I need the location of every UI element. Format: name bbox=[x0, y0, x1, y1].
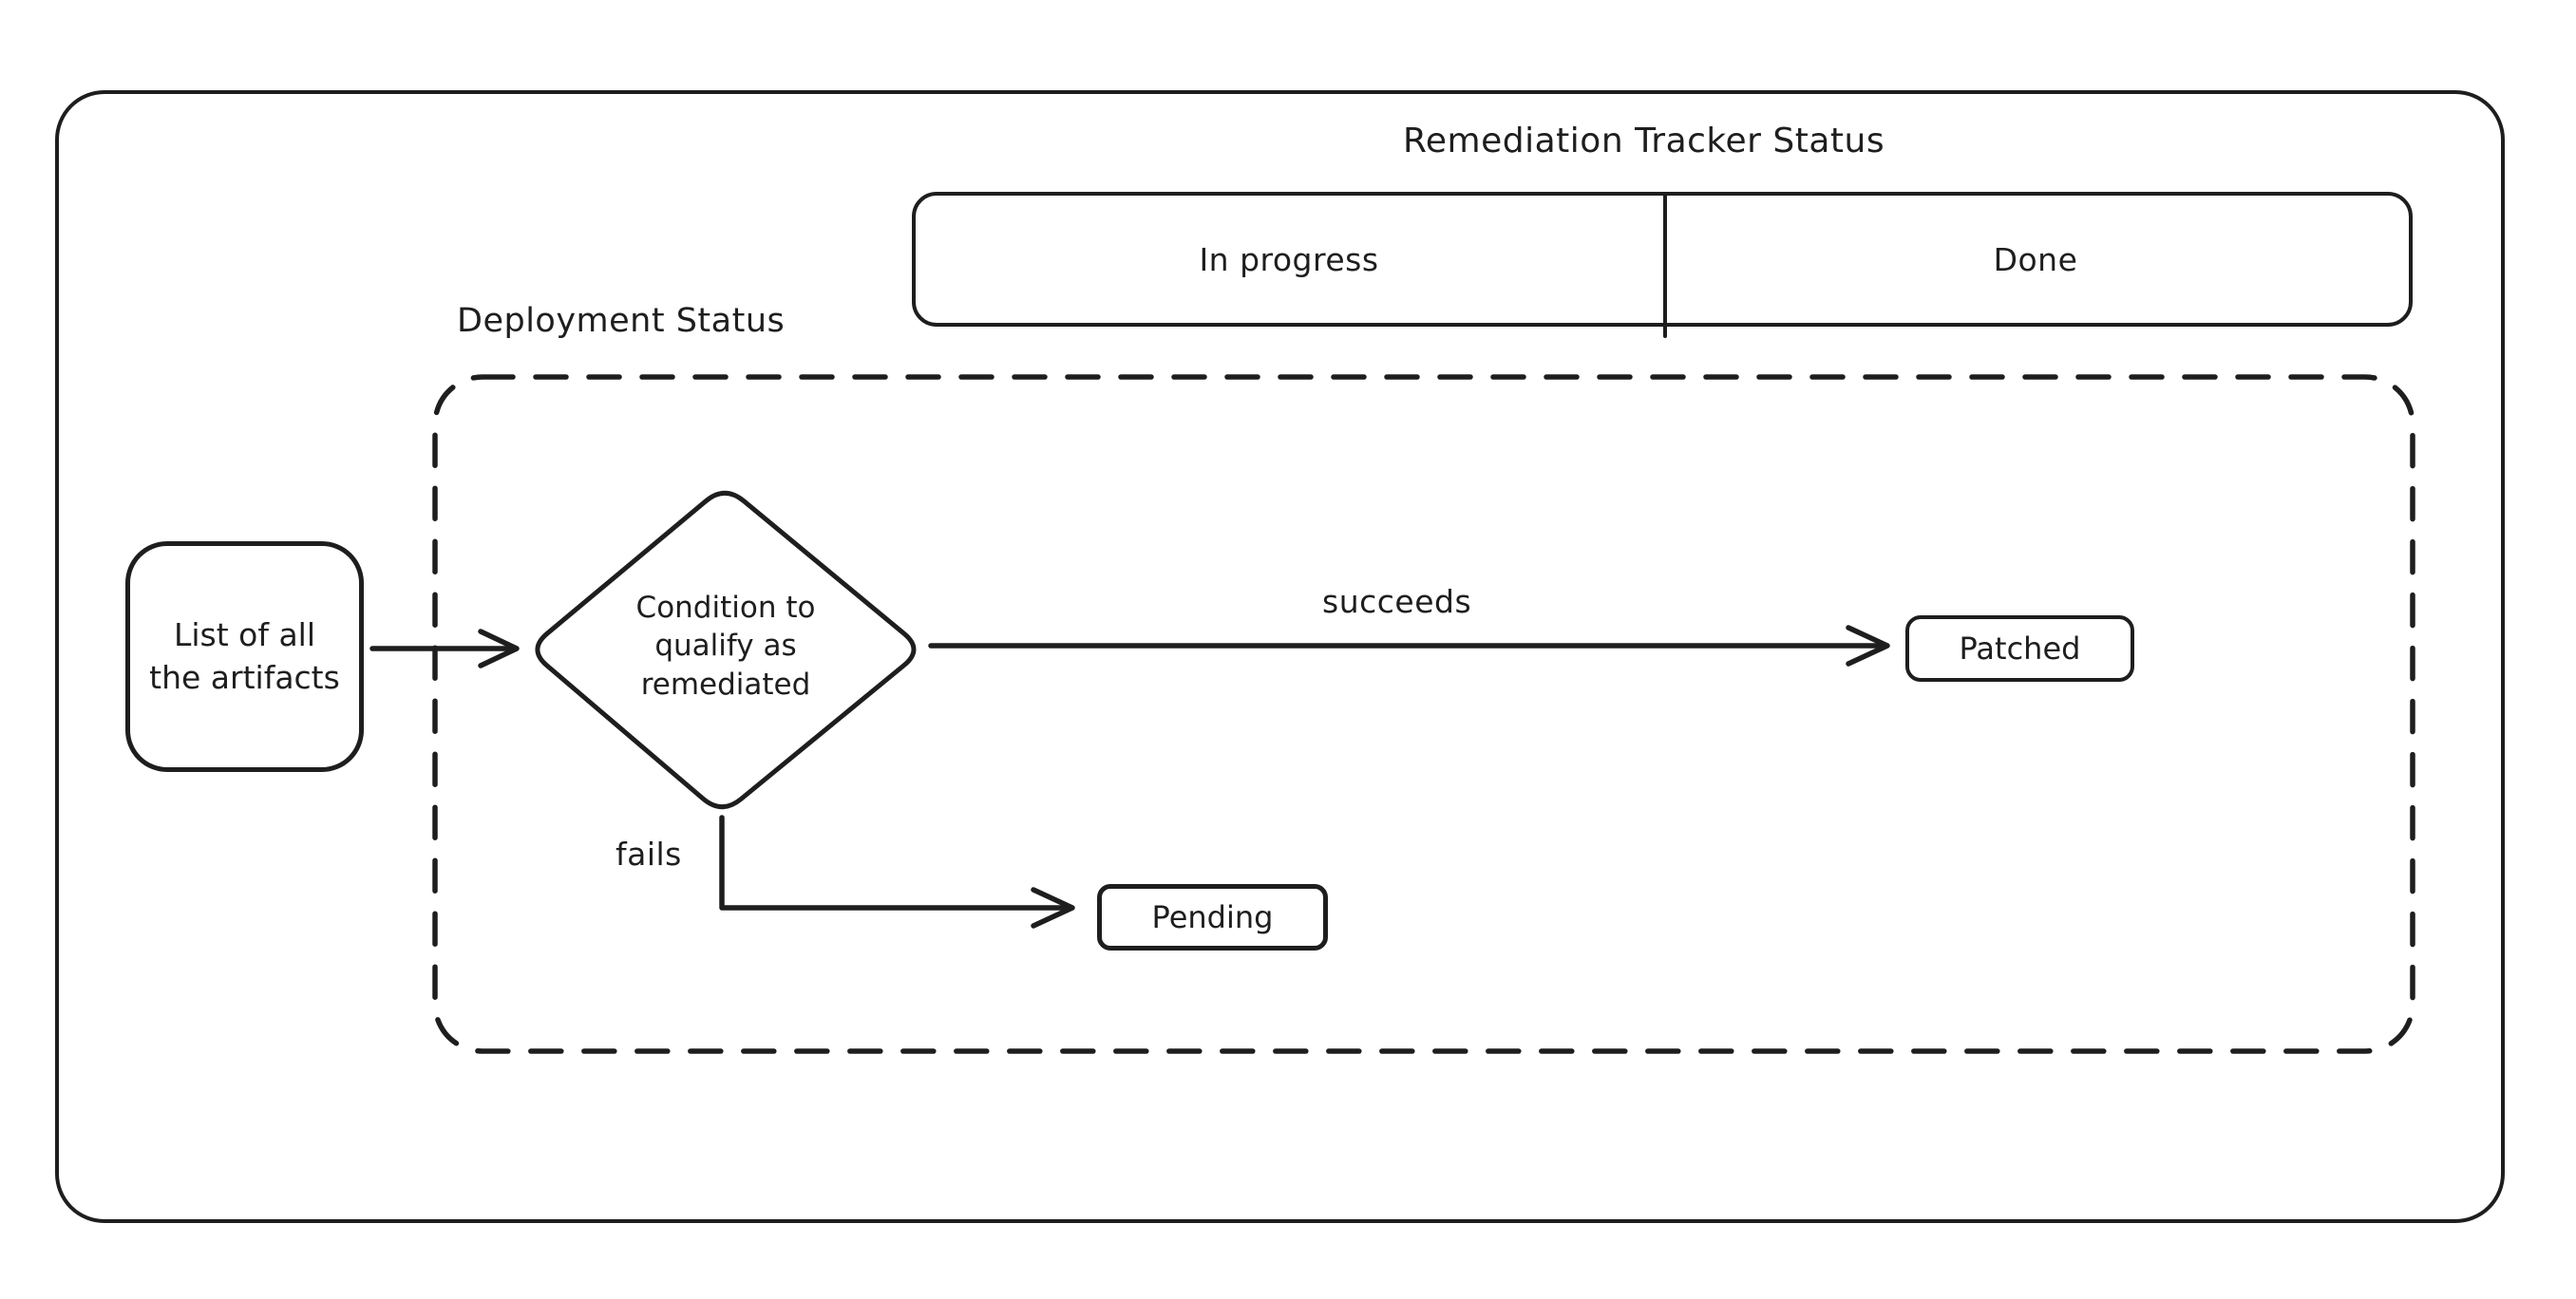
tracker-column-in-progress: In progress bbox=[1199, 240, 1379, 278]
artifacts-text-line2: the artifacts bbox=[149, 658, 340, 696]
condition-text-line1: Condition to bbox=[635, 591, 816, 625]
patched-label: Patched bbox=[1959, 631, 2081, 667]
node-patched: Patched bbox=[1905, 615, 2134, 682]
tracker-status-bar: In progress Done bbox=[912, 192, 2413, 327]
pending-label: Pending bbox=[1151, 899, 1274, 935]
condition-text-line2: qualify as bbox=[654, 629, 797, 664]
deployment-zone-label: Deployment Status bbox=[457, 302, 786, 340]
tracker-column-done: Done bbox=[1993, 240, 2078, 278]
node-condition-label: Condition to qualify as remediated bbox=[578, 589, 874, 704]
condition-text-line3: remediated bbox=[640, 667, 811, 702]
edge-label-succeeds: succeeds bbox=[1322, 583, 1472, 620]
edge-label-fails: fails bbox=[616, 836, 682, 873]
artifacts-text-line1: List of all bbox=[173, 615, 316, 653]
node-artifacts: List of all the artifacts bbox=[125, 541, 364, 772]
outer-frame bbox=[55, 90, 2505, 1223]
diagram-title: Remediation Tracker Status bbox=[1403, 122, 1885, 160]
node-pending: Pending bbox=[1097, 884, 1328, 951]
